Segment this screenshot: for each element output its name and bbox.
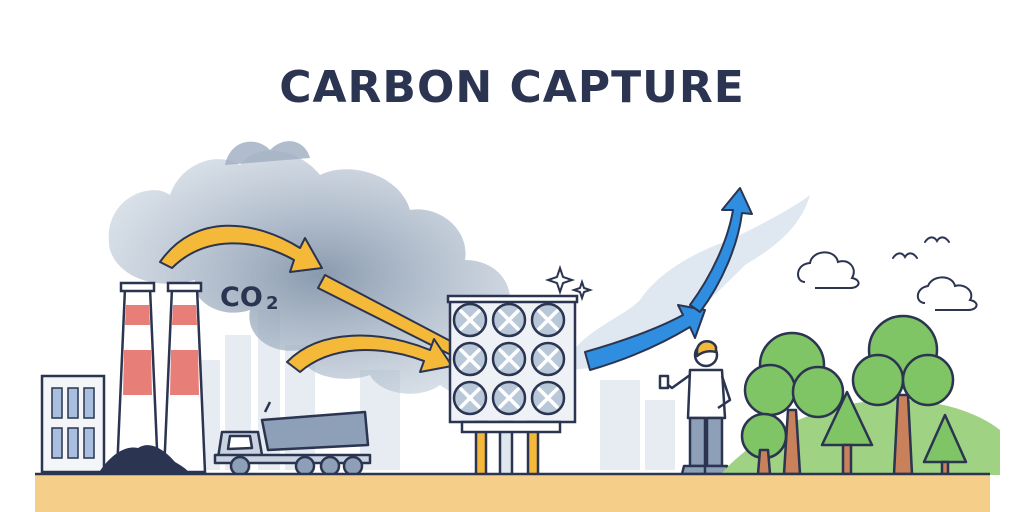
dump-truck-icon xyxy=(213,401,372,477)
fan-icon xyxy=(530,380,566,416)
tree-icon xyxy=(743,331,845,476)
bird-icon xyxy=(892,236,950,259)
coal-pile-icon xyxy=(98,445,190,474)
flow-arrow xyxy=(159,224,323,273)
tree-icon xyxy=(820,390,874,476)
ground xyxy=(35,474,990,512)
fan-icon xyxy=(452,302,488,338)
person-thumbs-up-icon xyxy=(658,340,732,476)
tree-icon xyxy=(851,314,955,476)
cloud-icon xyxy=(797,251,860,289)
sparkle-icon xyxy=(544,264,594,302)
fan-icon xyxy=(530,302,566,338)
fan-icon xyxy=(452,341,488,377)
co2-label: CO xyxy=(220,282,263,313)
cloud-icon xyxy=(916,276,978,311)
fan-icon xyxy=(491,302,527,338)
factory-building xyxy=(40,374,106,474)
capture-fans xyxy=(452,302,566,416)
tree-icon xyxy=(740,412,788,476)
chimney-icon xyxy=(115,281,160,474)
page-title: CARBON CAPTURE xyxy=(279,62,745,113)
fan-icon xyxy=(491,341,527,377)
fan-icon xyxy=(530,341,566,377)
chimney-icon xyxy=(162,281,207,474)
co2-subscript: 2 xyxy=(266,293,279,314)
fan-icon xyxy=(491,380,527,416)
fan-icon xyxy=(452,380,488,416)
clean-air-arrow xyxy=(584,187,753,371)
